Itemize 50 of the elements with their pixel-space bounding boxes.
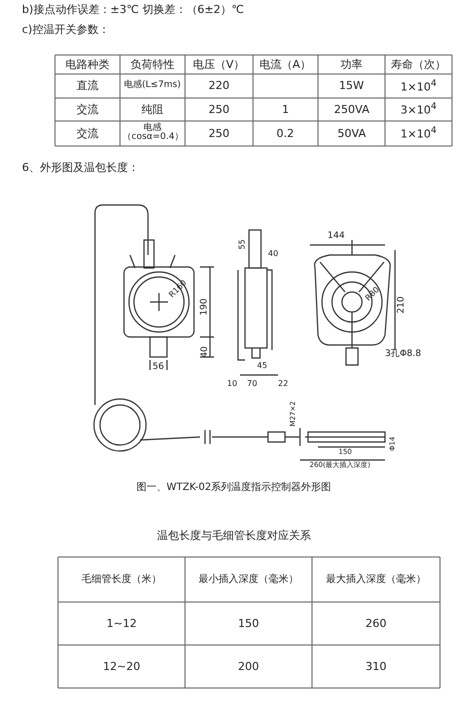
dimension-label: 56 [152, 363, 164, 373]
table-value: 150 [238, 618, 259, 630]
dimension-label: 40 [268, 250, 278, 259]
table-value: 310 [366, 660, 386, 673]
table-header: 负荷特性 [130, 58, 174, 71]
spec-text: b)接点动作误差：±3℃ 切换差：（6±2）℃ [22, 4, 244, 16]
dimension-label: 144 [328, 232, 345, 242]
table-value: 1 [282, 104, 289, 116]
table-header: 电压（V） [193, 58, 245, 71]
spec-text: c)控温开关参数： [22, 24, 110, 36]
table-value: 15W [339, 80, 364, 92]
table-header: 寿命（次） [391, 58, 446, 71]
table-value: 电感（cosα=0.4） [122, 124, 182, 144]
dimension-label: 190 [200, 298, 210, 316]
dimension-label: 40 [200, 346, 210, 358]
table-title: 温包长度与毛细管长度对应关系 [157, 530, 311, 542]
table-header: 功率 [340, 58, 362, 71]
dimension-label: 55 [238, 239, 248, 250]
table-header: 最小插入深度（毫米） [198, 574, 298, 585]
table-value: 纯阻 [142, 104, 164, 116]
table-value: 直流 [76, 80, 98, 92]
table-value: 12~20 [103, 660, 140, 673]
dimension-label: 10 [227, 380, 238, 389]
table-value: 250 [208, 104, 230, 116]
dimension-label: 70 [247, 380, 258, 389]
dimension-label: R80 [364, 286, 382, 304]
table-value: 交流 [76, 104, 98, 116]
table-value: 1×10$^{4}$ [400, 126, 437, 141]
table-value: 200 [238, 660, 259, 673]
table-value: 50VA [338, 128, 366, 140]
table-value: 220 [208, 80, 230, 92]
table-value: 电感(L≤7ms) [124, 81, 181, 91]
table-value: 1×10$^{4}$ [400, 78, 437, 94]
dimension-label: 22 [278, 380, 288, 389]
table-header: 毛细管长度（米） [82, 574, 162, 585]
table-header: 电流（A） [260, 58, 312, 71]
table-value: 1~12 [106, 618, 137, 630]
table-value: 250VA [334, 104, 370, 116]
table-value: 3×10$^{4}$ [400, 102, 437, 117]
figure-caption: 图一、WTZK-02系列温度指示控制器外形图 [136, 482, 332, 493]
table-value: 260 [366, 618, 386, 630]
table-header: 最大插入深度（毫米） [326, 574, 426, 585]
table-value: 交流 [76, 128, 98, 140]
dimension-label: 45 [257, 362, 268, 371]
table-value: 250 [208, 128, 230, 140]
table-header: 电路种类 [66, 58, 110, 71]
dimension-label: 210 [397, 296, 408, 314]
section-heading: 6、外形图及温包长度： [22, 162, 139, 174]
table-value: 0.2 [276, 128, 294, 140]
dimension-label: 3孔Φ8.8 [385, 350, 422, 360]
